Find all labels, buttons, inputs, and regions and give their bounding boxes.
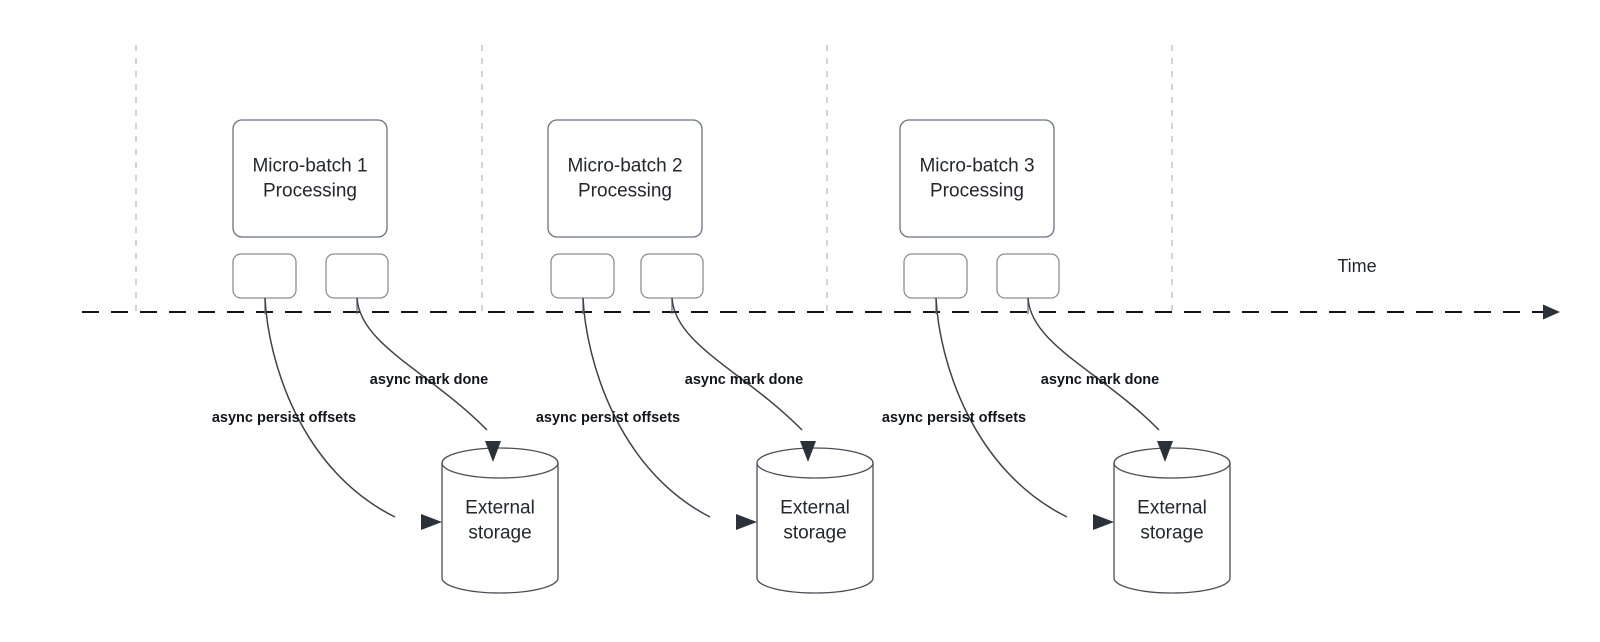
time-axis-label: Time	[1337, 256, 1376, 276]
external-storage-label-line1: External	[1137, 498, 1207, 519]
time-axis-arrow-icon	[1543, 304, 1560, 320]
external-storage-cylinder-top-2	[756, 447, 874, 479]
edge-persist-offsets-3-path	[935, 297, 1068, 518]
external-storage-cylinder-body-2[interactable]	[756, 463, 874, 594]
external-storage-label-line2: storage	[1140, 523, 1203, 544]
micro-batch-label-line2: Processing	[263, 181, 357, 202]
batch-boundary-separators	[135, 45, 1173, 314]
micro-batch-label-line2: Processing	[578, 181, 672, 202]
time-axis: Time	[82, 256, 1560, 320]
mini-persist-2[interactable]	[550, 253, 615, 299]
edge-persist-offsets-3-arrowhead-icon	[1093, 514, 1114, 530]
edge-persist-offsets-2-path	[582, 297, 711, 518]
micro-batch-label-line1: Micro-batch 3	[919, 156, 1034, 177]
edge-persist-offsets-1-path	[264, 297, 396, 518]
edge-mark-done-3-arrowhead-icon	[1157, 441, 1173, 462]
micro-batch-process-node-3[interactable]	[899, 119, 1055, 238]
micro-batch-label-line1: Micro-batch 2	[567, 156, 682, 177]
mini-persist-1[interactable]	[232, 253, 297, 299]
mini-markdone-2[interactable]	[640, 253, 704, 299]
micro-batch-process-node-2[interactable]	[547, 119, 703, 238]
edge-mark-done-2-arrowhead-icon	[800, 441, 816, 462]
edge-persist-offsets-2-label: async persist offsets	[536, 410, 680, 426]
edge-persist-offsets-1-label: async persist offsets	[212, 410, 356, 426]
edge-persist-offsets-3-label: async persist offsets	[882, 410, 1026, 426]
external-storage-label-line2: storage	[783, 523, 846, 544]
edge-mark-done-1-path	[356, 297, 488, 431]
edge-mark-done-2-label: async mark done	[685, 372, 803, 388]
mini-markdone-3[interactable]	[996, 253, 1060, 299]
external-storage-cylinder-body-3[interactable]	[1113, 463, 1231, 594]
edge-mark-done-3-path	[1027, 297, 1160, 431]
edge-mark-done-1-arrowhead-icon	[485, 441, 501, 462]
external-storage-cylinder-top-3	[1113, 447, 1231, 479]
external-storage-label-line1: External	[780, 498, 850, 519]
mini-markdone-1[interactable]	[325, 253, 389, 299]
edge-mark-done-3-label: async mark done	[1041, 372, 1159, 388]
external-storage-label-line2: storage	[468, 523, 531, 544]
edge-mark-done-1-label: async mark done	[370, 372, 488, 388]
external-storage-cylinder-body-1[interactable]	[441, 463, 559, 594]
edge-mark-done-2-path	[671, 297, 803, 431]
micro-batch-label-line2: Processing	[930, 181, 1024, 202]
micro-batch-process-node-1[interactable]	[232, 119, 388, 238]
micro-batch-label-line1: Micro-batch 1	[252, 156, 367, 177]
edge-persist-offsets-2-arrowhead-icon	[736, 514, 757, 530]
external-storage-cylinder-top-1	[441, 447, 559, 479]
edge-persist-offsets-1-arrowhead-icon	[421, 514, 442, 530]
external-storage-label-line1: External	[465, 498, 535, 519]
mini-persist-3[interactable]	[903, 253, 968, 299]
